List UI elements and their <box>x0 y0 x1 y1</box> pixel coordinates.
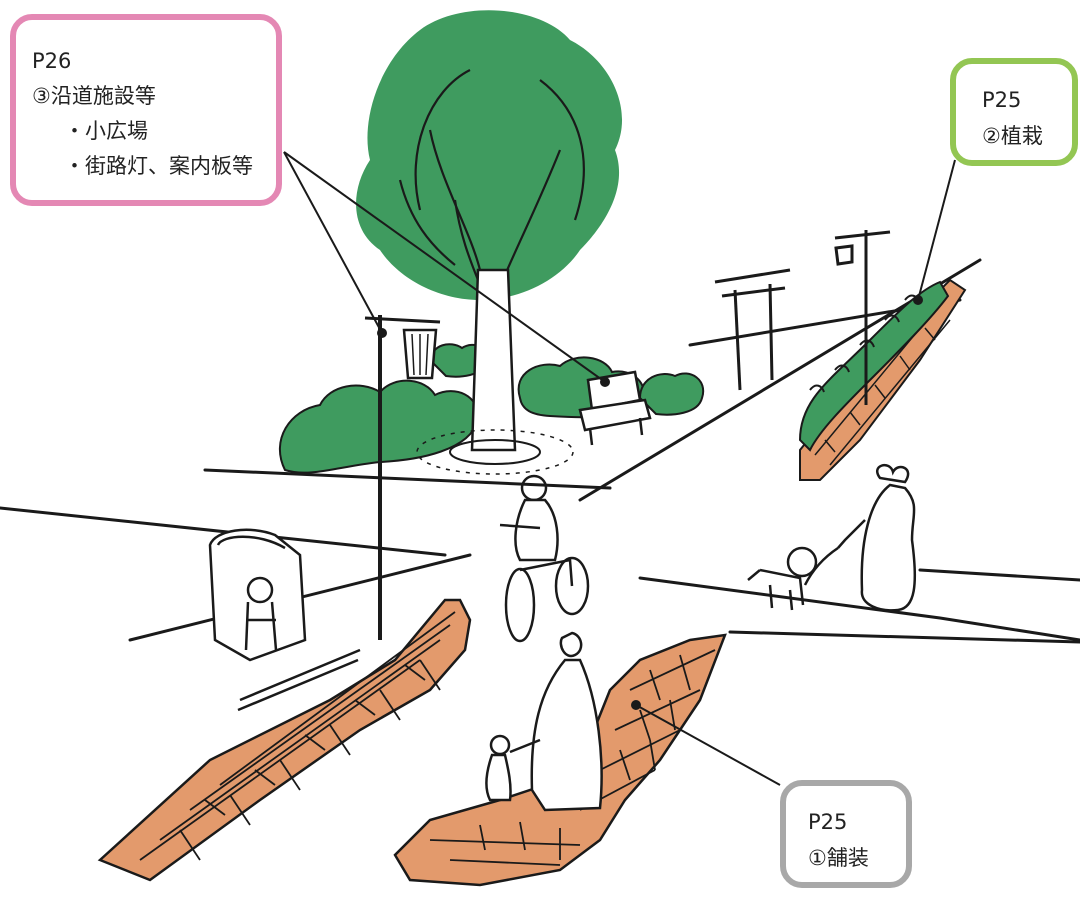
callout-roadside-facilities: P26 ③沿道施設等 ・小広場 ・街路灯、案内板等 <box>10 14 282 206</box>
brick-sidewalk-right <box>393 633 727 887</box>
cyclist <box>499 474 590 643</box>
leader-dot-plaza <box>600 377 610 387</box>
leader-dots <box>377 295 923 710</box>
callout-page-ref: P25 <box>808 810 848 834</box>
pedestrian-with-child <box>485 631 603 812</box>
callout-item-small-plaza: ・小広場 <box>64 119 148 143</box>
callout-page-ref: P25 <box>982 88 1022 112</box>
guide-board-left <box>208 528 361 712</box>
leader-line-paving <box>635 704 781 786</box>
hedge-right <box>798 280 950 452</box>
brick-strip-far-right <box>799 278 967 481</box>
pedestrian-with-dog <box>747 463 917 612</box>
callout-title: ②植栽 <box>982 124 1043 148</box>
brick-sidewalk-left <box>97 598 472 882</box>
callout-title: ①舗装 <box>808 846 869 870</box>
callout-planting: P25 ②植栽 <box>950 58 1078 166</box>
street-lamp-left <box>364 315 441 640</box>
callout-title: ③沿道施設等 <box>32 84 156 108</box>
leader-line-planting <box>917 159 956 301</box>
leader-line-p26-plaza <box>283 151 606 383</box>
leader-lines <box>283 151 956 786</box>
tree <box>356 10 623 475</box>
callout-item-streetlights-signage: ・街路灯、案内板等 <box>64 154 253 178</box>
callout-paving: P25 ①舗装 <box>780 780 912 888</box>
leader-dot-paving <box>631 700 641 710</box>
leader-dot-lamp <box>377 328 387 338</box>
leader-dot-planting <box>913 295 923 305</box>
callout-page-ref: P26 <box>32 49 72 73</box>
torii-gate <box>714 268 791 391</box>
street-lamp-right <box>834 230 891 405</box>
leader-line-p26-lamp <box>283 151 383 334</box>
